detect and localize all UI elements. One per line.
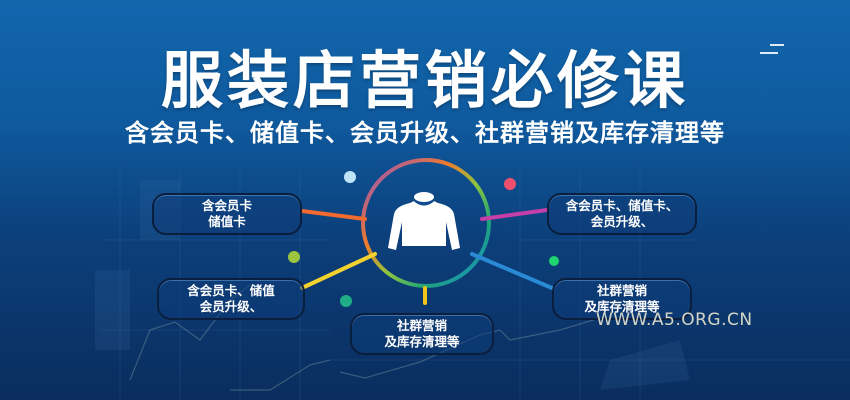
node-line: 含会员卡、储值卡、 — [565, 198, 679, 213]
page-subtitle: 含会员卡、储值卡、会员升级、社群营销及库存清理等 — [125, 119, 725, 147]
node-line: 及库存清理等 — [584, 299, 660, 314]
connector-bottom-left — [300, 252, 377, 290]
dot-lime — [288, 251, 300, 263]
connector-top-right — [480, 208, 549, 221]
node-line: 含会员卡 — [201, 198, 252, 213]
node-top-left: 含会员卡 储值卡 — [152, 193, 302, 235]
node-bottom-center: 社群营销 及库存清理等 — [350, 313, 494, 355]
node-bottom-left: 含会员卡、储值 会员升级、 — [157, 278, 305, 320]
node-line: 社群营销 — [396, 318, 447, 333]
dot-green — [549, 256, 559, 266]
node-line: 及库存清理等 — [384, 334, 460, 349]
decorative-dash — [770, 44, 784, 46]
decorative-dash — [760, 52, 778, 54]
hub-ring — [361, 158, 491, 288]
dot-lightblue — [344, 171, 356, 183]
node-line: 会员升级、 — [199, 299, 263, 314]
connector-top-left — [300, 209, 367, 221]
connector-bottom-right — [470, 252, 554, 290]
node-top-right: 含会员卡、储值卡、 会员升级、 — [547, 193, 697, 235]
page-title: 服装店营销必修课 — [160, 44, 689, 117]
dot-pink — [504, 178, 516, 190]
node-line: 社群营销 — [596, 283, 647, 298]
node-line: 储值卡 — [208, 214, 246, 229]
clothing-coat-icon — [388, 192, 460, 250]
node-line: 会员升级、 — [590, 214, 654, 229]
site-watermark: WWW.A5.ORG.CN — [596, 310, 753, 330]
node-line: 含会员卡、储值 — [187, 283, 275, 298]
dot-teal — [340, 295, 352, 307]
node-bottom-right: 社群营销 及库存清理等 — [552, 278, 692, 320]
